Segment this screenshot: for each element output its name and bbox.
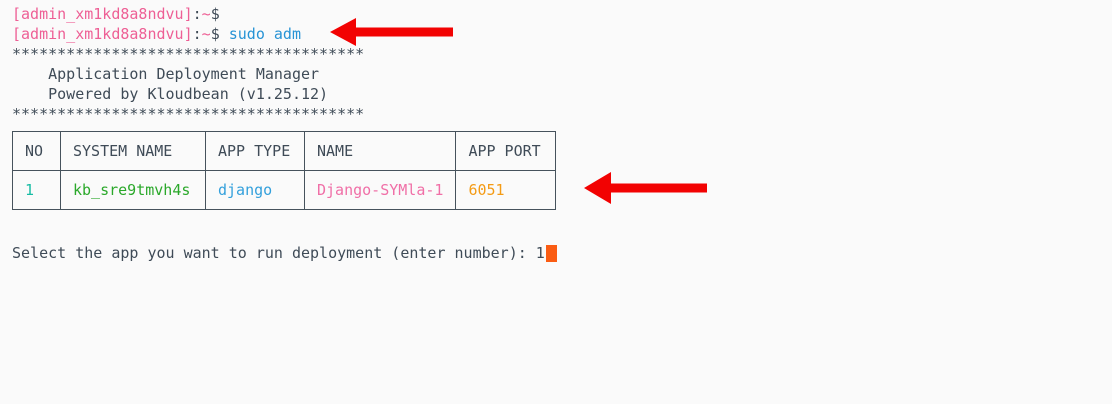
cell-system-name: kb_sre9tmvh4s	[60, 170, 206, 210]
cell-app-type: django	[205, 170, 305, 210]
banner-subtitle: Powered by Kloudbean (v1.25.12)	[12, 85, 329, 103]
prompt-dollar: $	[210, 25, 220, 43]
typed-input-value[interactable]: 1	[535, 244, 545, 262]
prompt-colon: :	[192, 5, 202, 23]
app-table: NO SYSTEM NAME APP TYPE NAME APP PORT 1 …	[12, 131, 557, 210]
banner-stars-bottom: ***************************************	[12, 105, 365, 123]
typed-command: sudo adm	[219, 25, 301, 43]
table-header-system-name: SYSTEM NAME	[60, 131, 206, 171]
table-header-no: NO	[12, 131, 61, 171]
prompt-tilde: ~	[201, 5, 211, 23]
red-arrow-left-icon	[330, 18, 453, 46]
banner-title: Application Deployment Manager	[12, 65, 320, 83]
table-header-name: NAME	[303, 131, 457, 171]
table-row: 1 kb_sre9tmvh4s django Django-SYMla-1 60…	[12, 170, 557, 210]
table-header-row: NO SYSTEM NAME APP TYPE NAME APP PORT	[12, 131, 557, 171]
banner-stars-top: ***************************************	[12, 45, 365, 63]
cell-name: Django-SYMla-1	[303, 170, 457, 210]
table-header-app-type: APP TYPE	[205, 131, 305, 171]
prompt-colon: :	[192, 25, 202, 43]
cell-app-port: 6051	[455, 170, 557, 210]
prompt-tilde: ~	[201, 25, 211, 43]
prompt-line-1: [admin_xm1kd8a8ndvu]:~$	[12, 4, 1112, 24]
prompt-user: [admin_xm1kd8a8ndvu]	[12, 5, 193, 23]
text-cursor[interactable]	[545, 245, 557, 262]
prompt-line-2: [admin_xm1kd8a8ndvu]:~$ sudo adm	[12, 24, 1112, 44]
prompt-user: [admin_xm1kd8a8ndvu]	[12, 25, 193, 43]
red-arrow-left-icon	[584, 172, 707, 204]
prompt-dollar: $	[210, 5, 220, 23]
table-header-app-port: APP PORT	[455, 131, 557, 171]
select-prompt-text: Select the app you want to run deploymen…	[12, 244, 536, 262]
cell-no: 1	[12, 170, 61, 210]
select-prompt-line: Select the app you want to run deploymen…	[12, 243, 1112, 263]
